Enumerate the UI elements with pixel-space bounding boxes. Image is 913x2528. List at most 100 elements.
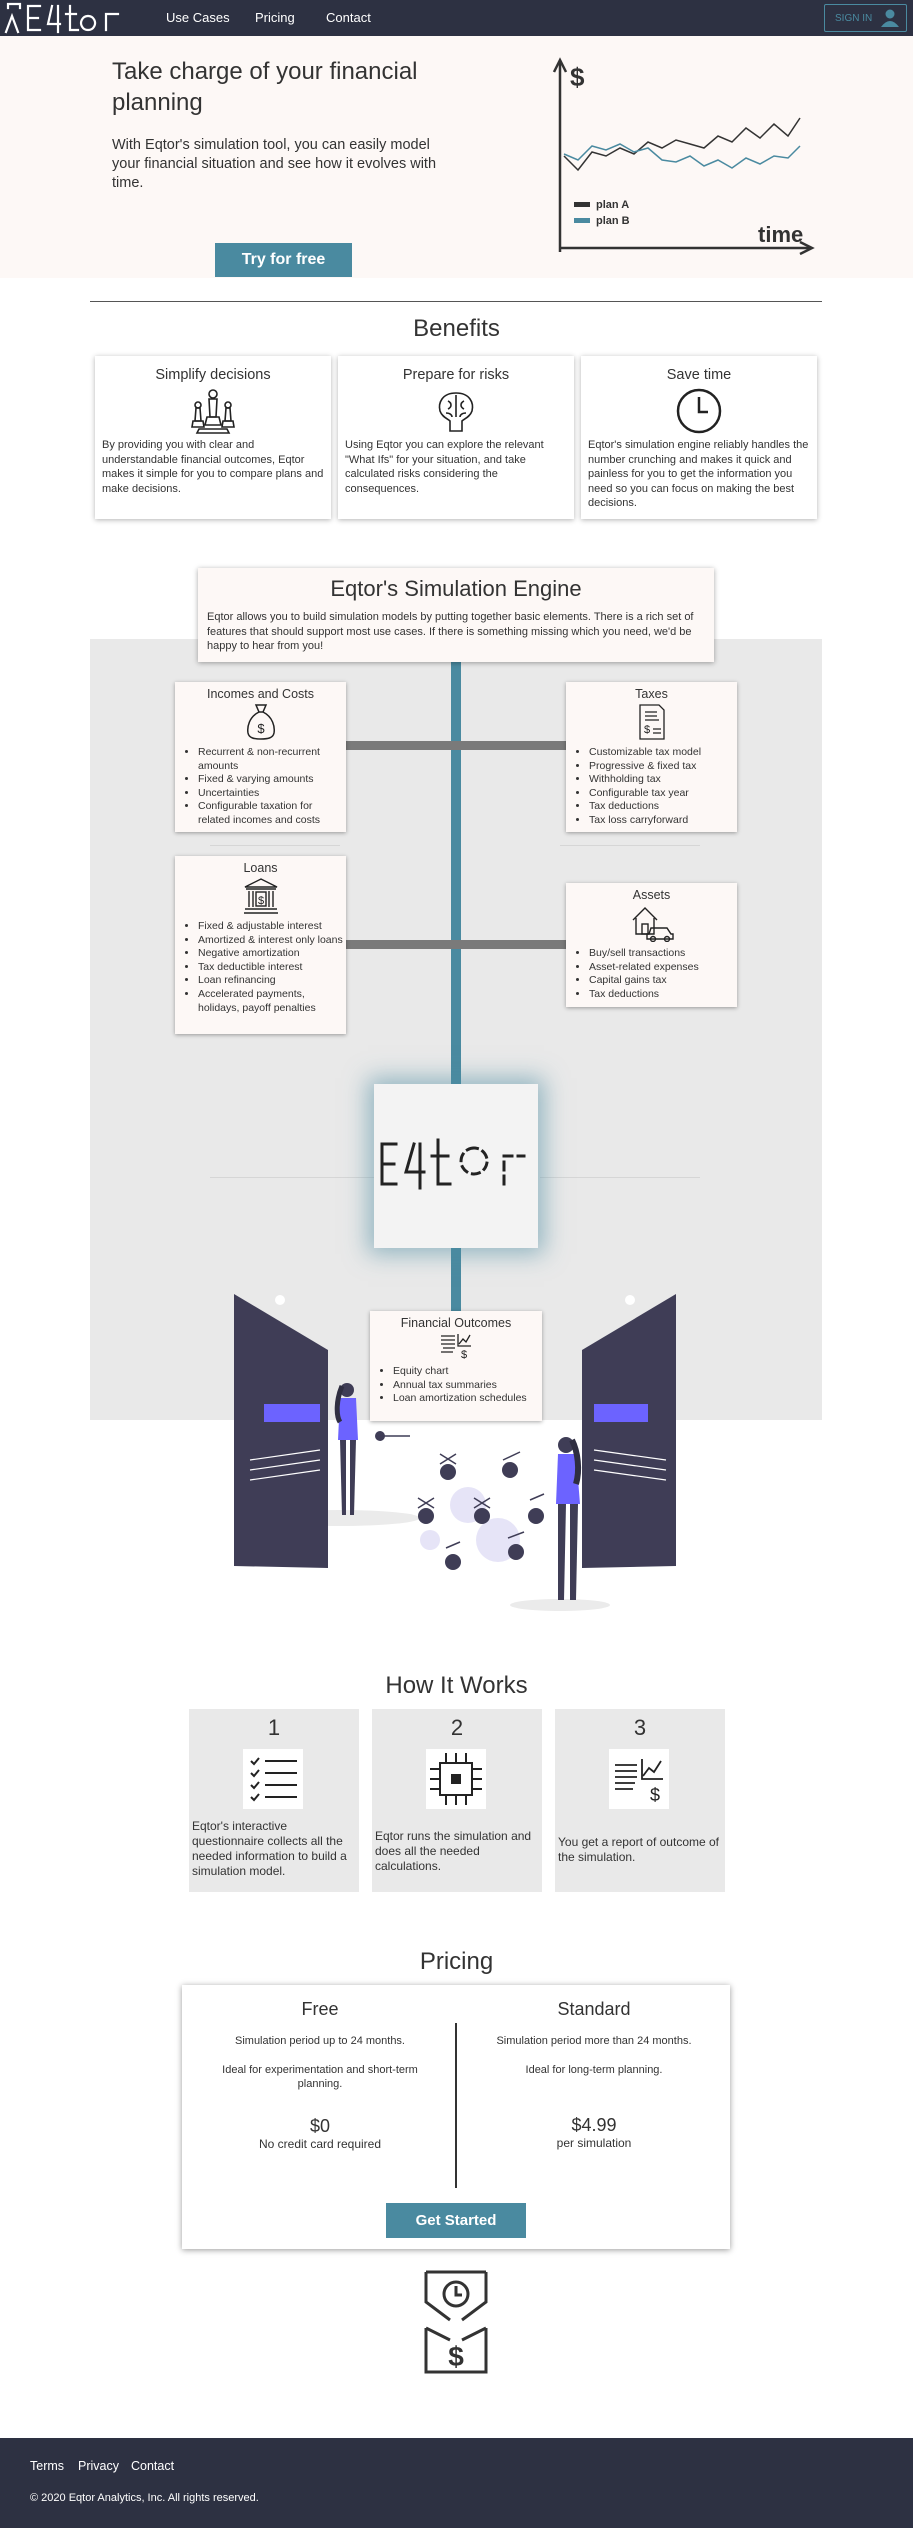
house-car-icon xyxy=(632,907,674,942)
woman-left xyxy=(334,1383,358,1515)
grid-line xyxy=(210,845,340,846)
svg-text:$: $ xyxy=(650,1785,660,1805)
feature-item: Fixed & adjustable interest xyxy=(198,920,346,934)
feature-card-outcomes: Financial Outcomes $ Equity chart Annual… xyxy=(370,1311,542,1421)
pricing-title: Pricing xyxy=(419,1948,494,1975)
people-doors-illustration xyxy=(234,1294,676,1611)
feature-item: Withholding tax xyxy=(589,773,737,787)
section-divider xyxy=(90,301,822,302)
engine-core-logo xyxy=(374,1084,538,1248)
feature-item: Uncertainties xyxy=(198,787,346,801)
plan-period: Simulation period more than 24 months. xyxy=(496,2035,692,2047)
feature-item: Configurable tax year xyxy=(589,787,737,801)
plan-ideal: Ideal for long-term planning. xyxy=(525,2063,663,2076)
step-card-2: 2 Eqtor runs the simulation and does all… xyxy=(372,1709,542,1892)
plan-ideal: Ideal for experimentation and short-term… xyxy=(222,2063,418,2091)
plan-name: Free xyxy=(301,1999,339,2019)
user-icon xyxy=(881,9,900,27)
feature-item: Accelerated payments, holidays, payoff p… xyxy=(198,988,346,1015)
feature-title: Financial Outcomes xyxy=(400,1316,512,1330)
feature-item: Amortized & interest only loans xyxy=(198,934,346,948)
plan-a-line xyxy=(563,117,801,172)
woman-right xyxy=(556,1437,582,1600)
footer-contact-link[interactable]: Contact xyxy=(131,2459,175,2473)
grid-line xyxy=(560,845,700,846)
connector-bar xyxy=(346,741,567,750)
feature-card-loans: Loans $ Fixed & adjustable interest Amor… xyxy=(175,856,346,1034)
eqtor-logo[interactable] xyxy=(4,2,124,34)
hero-chart: $ time plan A plan B xyxy=(552,57,815,256)
pricing-card: Free Simulation period up to 24 months. … xyxy=(182,1985,730,2249)
try-for-free-button[interactable]: Try for free xyxy=(215,243,352,277)
feature-item: Recurrent & non-recurrent amounts xyxy=(198,746,346,773)
step-text: Eqtor's interactive questionnaire collec… xyxy=(192,1819,347,1878)
feature-item: Tax deductions xyxy=(589,800,737,814)
feature-title: Taxes xyxy=(635,687,668,701)
benefits-title: Benefits xyxy=(413,315,500,342)
nav-contact[interactable]: Contact xyxy=(326,10,371,25)
feature-item: Loan refinancing xyxy=(198,974,346,988)
feature-item: Fixed & varying amounts xyxy=(198,773,346,787)
plan-name: Standard xyxy=(557,1999,631,2019)
benefit-title: Prepare for risks xyxy=(402,367,510,383)
plan-price: $4.99 xyxy=(571,2115,617,2135)
report-icon: $ xyxy=(609,1749,669,1809)
engine-title: Eqtor's Simulation Engine xyxy=(330,576,582,601)
signin-label: SIGN IN xyxy=(835,12,873,24)
feature-title: Incomes and Costs xyxy=(207,687,314,701)
top-navbar: Use Cases Pricing Contact SIGN IN xyxy=(0,0,913,36)
chart-y-symbol: $ xyxy=(570,62,585,92)
footer: Terms Privacy Contact © 2020 Eqtor Analy… xyxy=(0,2438,913,2528)
legend-plan-b: plan B xyxy=(596,215,630,227)
bank-icon: $ xyxy=(243,878,278,914)
engine-spine xyxy=(451,662,461,1312)
plan-price-note: per simulation xyxy=(556,2136,632,2150)
step-card-1: 1 Eqtor's interactive questionnaire coll… xyxy=(189,1709,359,1892)
legend-plan-a: plan A xyxy=(596,199,629,211)
feature-item: Tax deductions xyxy=(589,988,737,1002)
nav-pricing[interactable]: Pricing xyxy=(255,10,295,25)
hero-section: Take charge of your financial planning W… xyxy=(0,36,913,278)
step-card-3: 3 $ You get a report of outcome of the s… xyxy=(555,1709,725,1892)
grid-line xyxy=(540,1177,700,1178)
step-number: 2 xyxy=(450,1715,464,1740)
brain-icon xyxy=(438,392,474,432)
plan-price: $0 xyxy=(309,2115,331,2136)
signin-button[interactable]: SIGN IN xyxy=(824,4,907,32)
plan-period: Simulation period up to 24 months. xyxy=(235,2035,405,2047)
feature-item: Progressive & fixed tax xyxy=(589,760,737,774)
benefit-card-save-time: Save time Eqtor's simulation engine reli… xyxy=(581,356,817,519)
plan-price-note: No credit card required xyxy=(258,2136,382,2151)
feature-item: Capital gains tax xyxy=(589,974,737,988)
feature-item: Customizable tax model xyxy=(589,746,737,760)
cpu-chip-icon xyxy=(426,1749,486,1809)
svg-text:$: $ xyxy=(643,724,649,736)
money-bag-icon: $ xyxy=(246,704,275,740)
benefit-text: Eqtor's simulation engine reliably handl… xyxy=(588,439,809,509)
feature-card-taxes: Taxes $ Customizable tax model Progressi… xyxy=(566,682,737,832)
how-it-works-title: How It Works xyxy=(385,1672,528,1699)
feature-item: Loan amortization schedules xyxy=(393,1392,542,1406)
feature-item: Asset-related expenses xyxy=(589,961,737,975)
benefit-title: Save time xyxy=(666,367,732,383)
benefit-card-simplify: Simplify decisions By providing you with… xyxy=(95,356,331,519)
svg-text:$: $ xyxy=(257,895,263,907)
plan-standard: Standard Simulation period more than 24 … xyxy=(464,1985,724,2150)
feature-card-assets: Assets Buy/sell transactions Asset-relat… xyxy=(566,883,737,1007)
clock-icon xyxy=(676,388,722,434)
feature-item: Negative amortization xyxy=(198,947,346,961)
nav-use-cases[interactable]: Use Cases xyxy=(166,10,230,25)
hero-text: With Eqtor's simulation tool, you can ea… xyxy=(112,137,437,191)
benefit-title: Simplify decisions xyxy=(155,367,271,383)
feature-item: Configurable taxation for related income… xyxy=(198,800,346,827)
footer-terms-link[interactable]: Terms xyxy=(30,2459,65,2473)
svg-text:$: $ xyxy=(448,2341,464,2372)
chess-pieces-icon xyxy=(191,389,235,434)
step-text: Eqtor runs the simulation and does all t… xyxy=(375,1829,532,1873)
get-started-button[interactable]: Get Started xyxy=(386,2203,526,2238)
feature-item: Annual tax summaries xyxy=(393,1379,542,1393)
feature-item: Tax deductible interest xyxy=(198,961,346,975)
feature-title: Loans xyxy=(243,861,278,875)
footer-privacy-link[interactable]: Privacy xyxy=(78,2459,119,2473)
tax-form-icon: $ xyxy=(638,704,665,740)
